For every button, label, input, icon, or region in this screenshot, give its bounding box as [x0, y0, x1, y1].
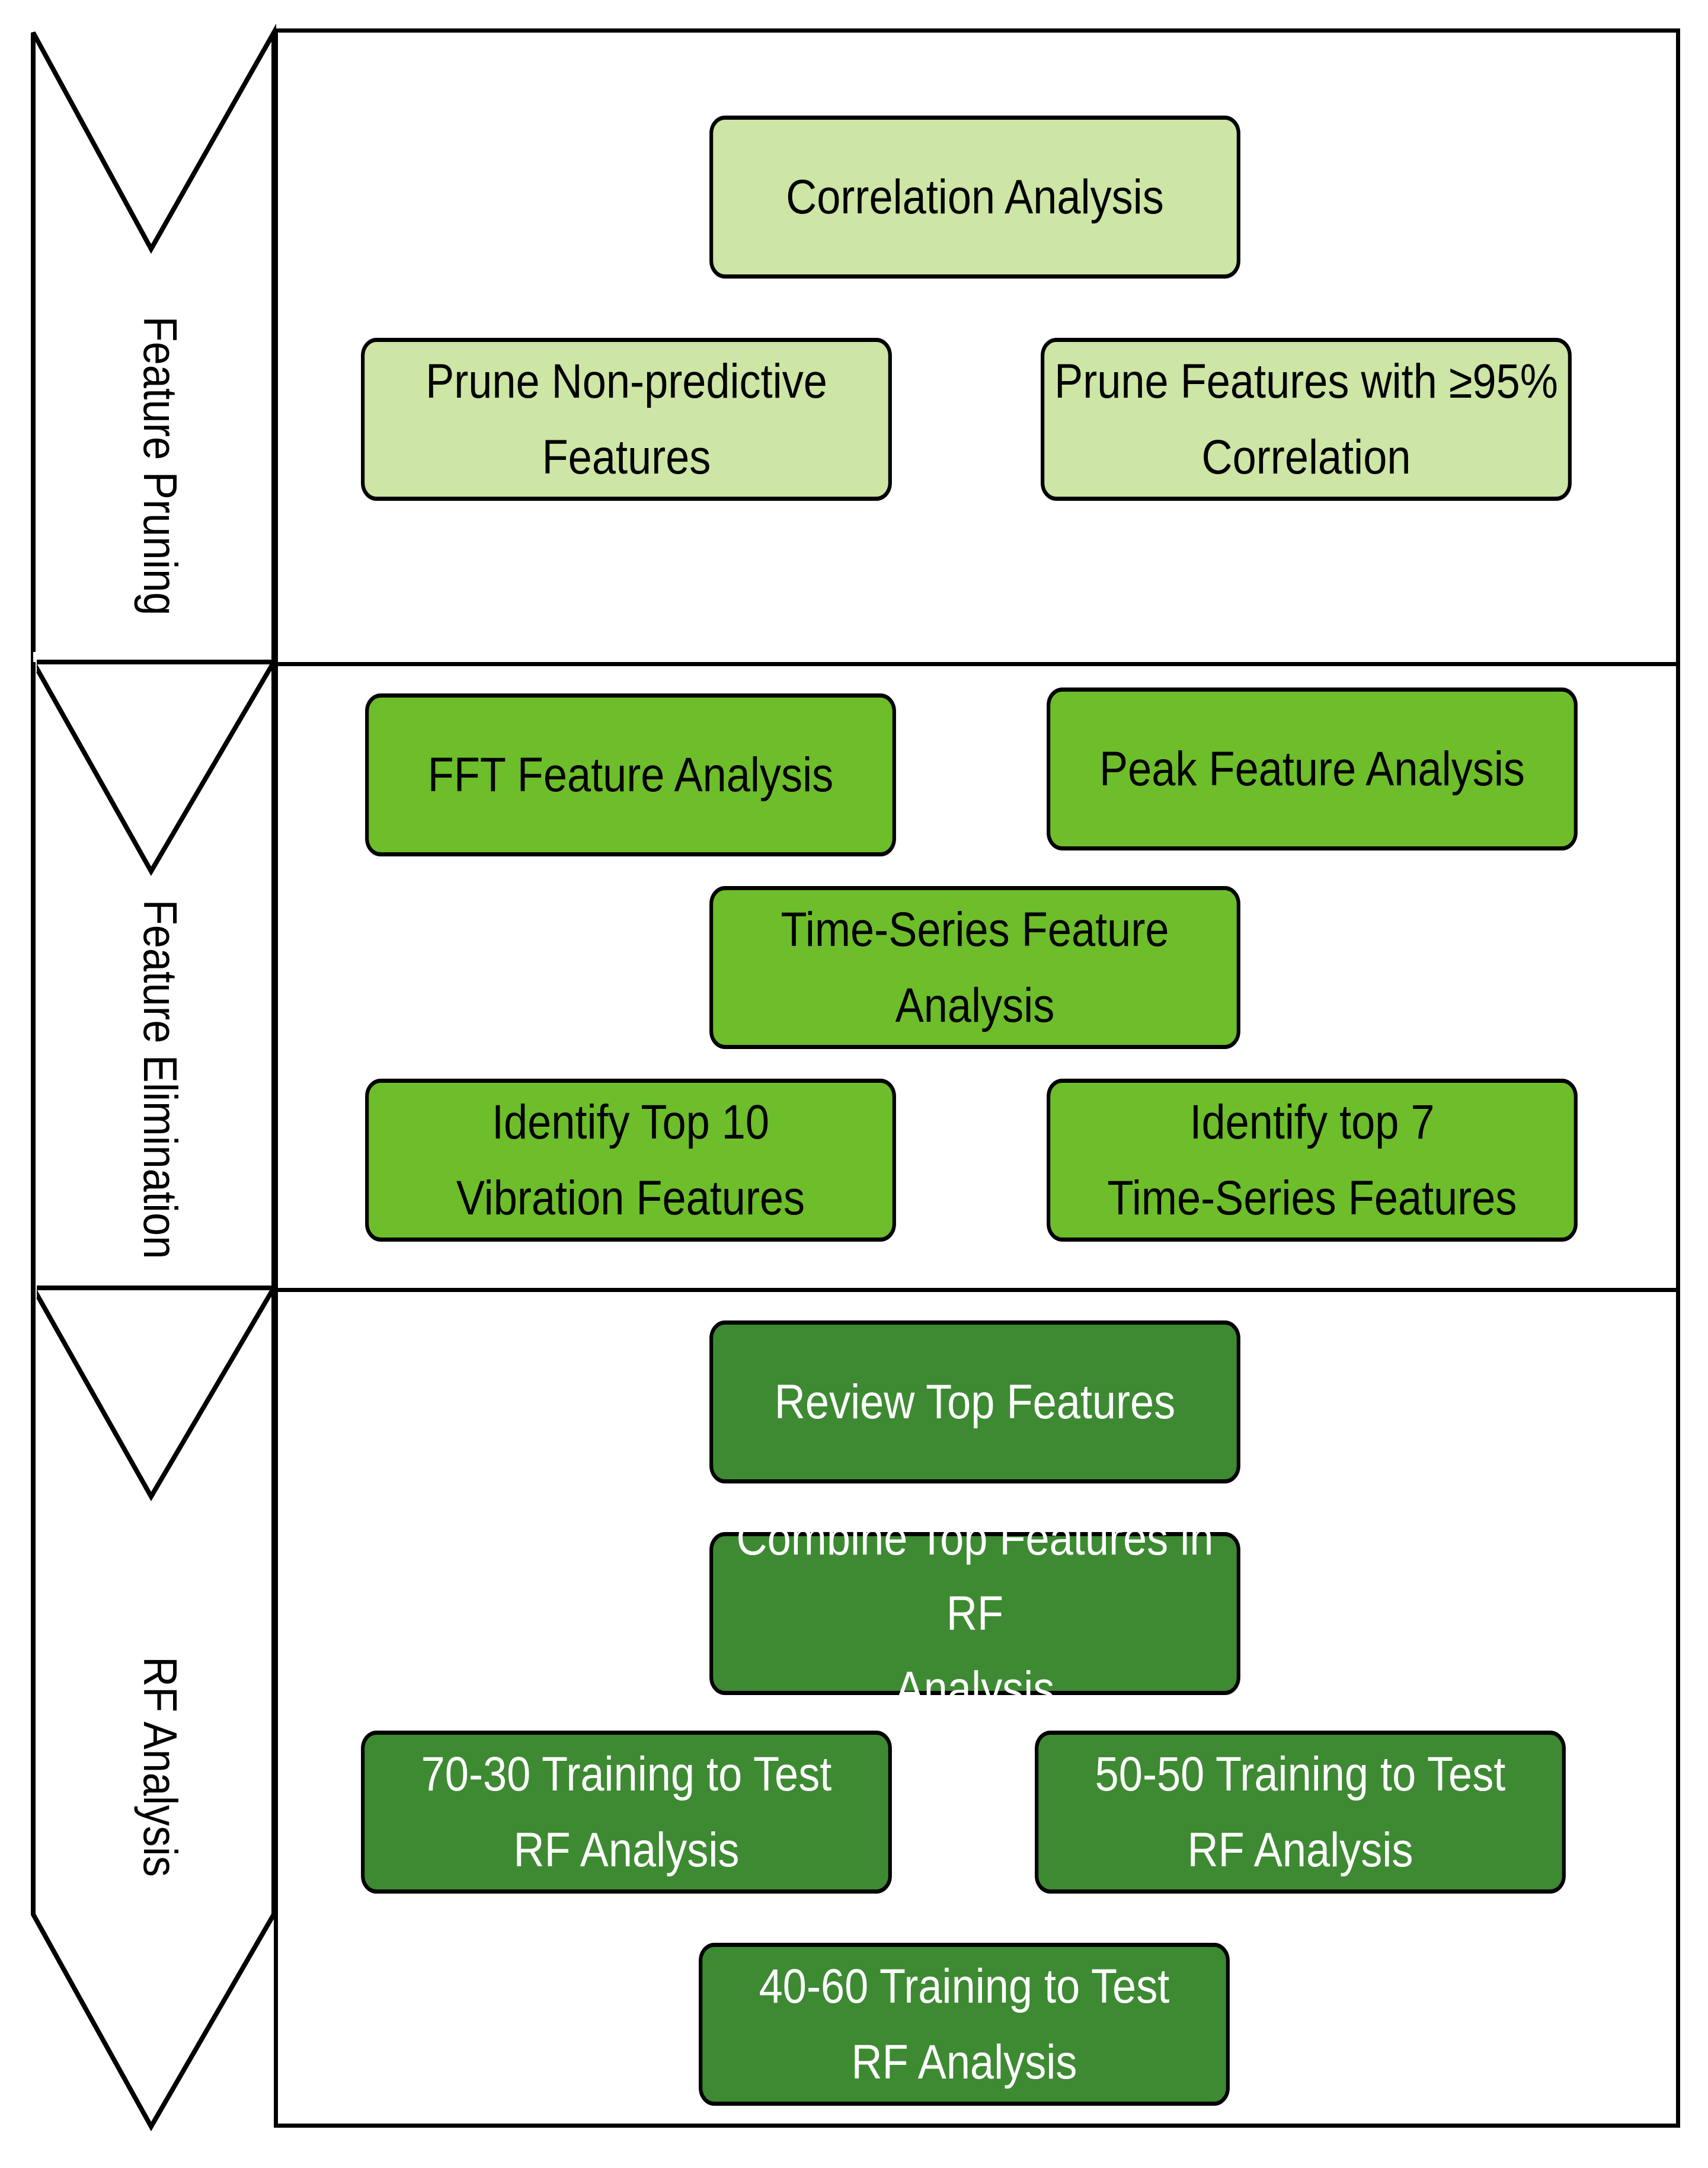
step-prune-correlated: Prune Features with ≥95%Correlation: [1041, 338, 1572, 501]
stage-label-feature-elimination: Feature Elimination: [134, 899, 187, 1259]
step-fft-feature-analysis: FFT Feature Analysis: [365, 693, 896, 856]
stage-label-feature-pruning: Feature Pruning: [134, 316, 187, 616]
step-peak-feature-analysis: Peak Feature Analysis: [1047, 688, 1578, 850]
step-correlation-analysis: Correlation Analysis: [709, 116, 1240, 279]
rf-analysis-panel: [274, 1288, 1680, 2128]
step-review-top-features: Review Top Features: [709, 1320, 1240, 1483]
stage-label-rf-analysis: RF Analysis: [134, 1657, 187, 1877]
